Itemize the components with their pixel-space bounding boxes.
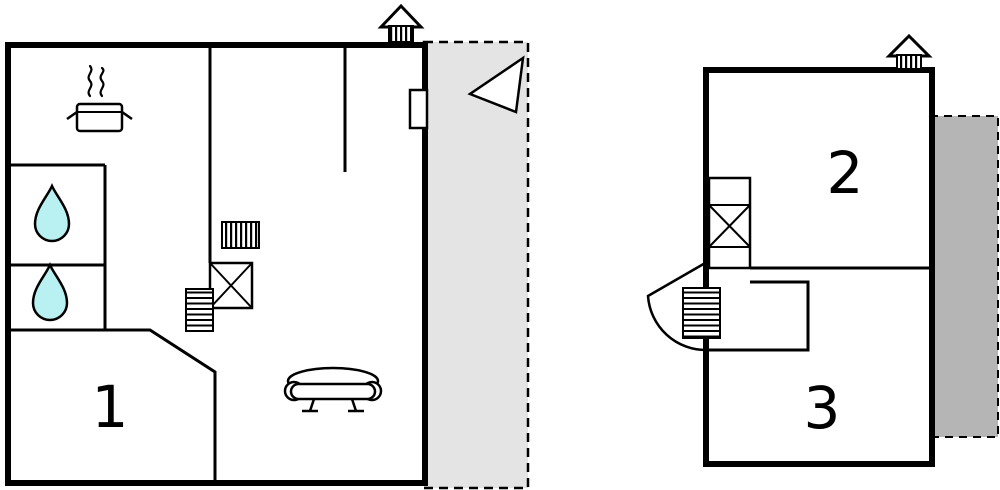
- stairs-small-icon: [185, 288, 214, 332]
- chimney-icon: [885, 33, 933, 70]
- shaft-x-icon: [707, 176, 752, 270]
- stove-icon: [66, 64, 133, 133]
- stairs-icon: [682, 287, 721, 339]
- floorplan-right: 2 3: [646, 33, 999, 467]
- interior-walls-right: [709, 266, 929, 352]
- terrace-left: [422, 40, 530, 490]
- stairs-icon: [221, 221, 260, 249]
- shaft-x-icon: [208, 261, 254, 310]
- door-opening: [408, 88, 429, 130]
- room-label-2: 2: [827, 139, 864, 207]
- sofa-icon: [283, 366, 383, 413]
- terrace-right: [929, 115, 999, 438]
- floorplan-left: 1: [5, 3, 530, 490]
- chimney-icon: [377, 3, 425, 43]
- north-arrow-icon: [467, 55, 525, 114]
- room-label-3: 3: [804, 374, 841, 442]
- room-label-1: 1: [92, 373, 129, 441]
- interior-walls-left: [8, 45, 347, 483]
